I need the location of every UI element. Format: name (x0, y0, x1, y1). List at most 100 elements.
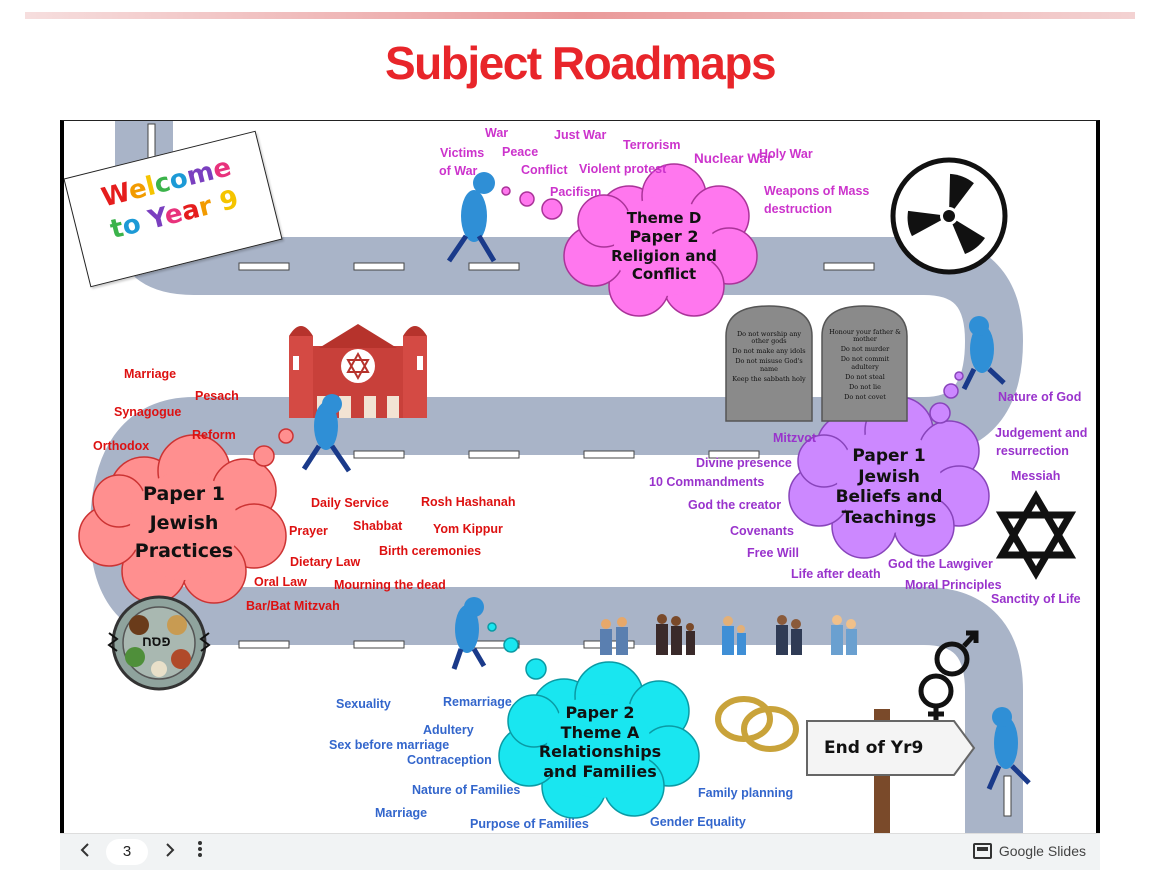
beliefs-cloud-text: Paper 1 Jewish Beliefs and Teachings (819, 446, 959, 529)
theme-d-cloud-text: Theme D Paper 2 Religion and Conflict (594, 209, 734, 283)
term-dietary-law: Dietary Law (290, 555, 361, 569)
slides-viewer-toolbar: 3 Google Slides (60, 833, 1100, 870)
term-family-planning: Family planning (698, 786, 794, 800)
term-reform: Reform (192, 428, 236, 442)
roadmap-road (78, 121, 1077, 833)
term-victims: Victims (440, 146, 485, 160)
term-contraception: Contraception (407, 753, 492, 767)
term-war: War (485, 126, 509, 140)
cloud-line: Theme A (560, 722, 640, 742)
term-covenants: Covenants (730, 524, 794, 538)
term-just-war: Just War (554, 128, 607, 142)
chevron-right-icon[interactable] (160, 840, 180, 864)
term-adultery: Adultery (423, 723, 474, 737)
term-orthodox: Orthodox (93, 439, 150, 453)
term-remarriage: Remarriage (443, 695, 512, 709)
end-sign-label: End of Yr9 (824, 738, 924, 758)
gender-symbol-icon (918, 630, 979, 721)
term-pacifism: Pacifism (550, 185, 602, 199)
google-slides-link[interactable]: Google Slides (972, 843, 1086, 859)
ten-commandments-tablets (725, 305, 908, 422)
radiation-icon (890, 157, 1008, 275)
top-accent-bar (25, 12, 1135, 19)
practices-cloud (78, 428, 294, 604)
term-gender-equality: Gender Equality (650, 815, 746, 829)
passover-plate-icon (107, 595, 211, 691)
cloud-line: Paper 2 (629, 227, 699, 247)
cloud-line: Jewish (858, 466, 920, 487)
term-conflict: Conflict (521, 163, 568, 177)
cloud-line: and Families (543, 761, 657, 781)
term-divine-presence: Divine presence (696, 456, 792, 470)
term-oral-law: Oral Law (254, 575, 307, 589)
term-wmd-2: destruction (764, 202, 833, 216)
term-free-will: Free Will (747, 546, 799, 560)
term-holy-war: Holy War (759, 147, 813, 161)
term-marriage-b: Marriage (375, 806, 428, 820)
page-number[interactable]: 3 (106, 839, 148, 865)
tablet-left-text: Do not worship any other gods Do not mak… (730, 330, 808, 383)
commandment-line: Do not commit adultery (840, 355, 890, 371)
term-sanctity-of-life: Sanctity of Life (991, 592, 1081, 606)
synagogue-icon (289, 324, 427, 418)
page-title: Subject Roadmaps (384, 37, 777, 89)
term-sex-before-marriage: Sex before marriage (329, 738, 450, 752)
term-violent-protest: Violent protest (579, 162, 667, 176)
term-daily-service: Daily Service (311, 496, 389, 510)
term-god-creator: God the creator (688, 498, 782, 512)
commandment-line: Do not misuse God's name (735, 357, 803, 373)
end-signpost (806, 709, 976, 833)
term-yom-kippur: Yom Kippur (433, 522, 503, 536)
families-icon (600, 614, 857, 655)
term-pesach: Pesach (195, 389, 239, 403)
commandment-line: Keep the sabbath holy (732, 374, 806, 383)
term-judgement-1: Judgement and (995, 426, 1088, 440)
term-victims-2: of War (439, 164, 478, 178)
wedding-rings-icon (715, 696, 799, 752)
cloud-line: Relationships (538, 742, 662, 762)
cloud-line: Paper 2 (565, 703, 635, 722)
cloud-line: Religion and (611, 246, 717, 265)
term-bar-bat-mitzvah: Bar/Bat Mitzvah (246, 599, 340, 613)
term-peace: Peace (502, 145, 539, 159)
term-marriage: Marriage (124, 367, 177, 381)
term-10-commandments: 10 Commandments (649, 475, 765, 489)
brand-label: Google Slides (998, 843, 1086, 859)
running-figure (451, 597, 487, 670)
term-prayer: Prayer (289, 524, 328, 538)
running-figure (446, 172, 497, 263)
cloud-line: Conflict (631, 265, 697, 284)
term-purpose-of-families: Purpose of Families (470, 817, 589, 831)
running-figure (986, 707, 1031, 790)
term-god-lawgiver: God the Lawgiver (888, 557, 993, 571)
term-sexuality: Sexuality (336, 697, 391, 711)
term-birth-ceremonies: Birth ceremonies (379, 544, 482, 558)
term-judgement-2: resurrection (996, 444, 1069, 458)
cloud-line: Beliefs and (835, 487, 943, 508)
commandment-line: Honour your father & mother (829, 328, 901, 344)
chevron-left-icon[interactable] (75, 840, 95, 864)
running-figure (301, 394, 352, 473)
term-synagogue: Synagogue (114, 405, 182, 419)
tablet-right-text: Honour your father & mother Do not murde… (826, 328, 904, 401)
term-nature-of-families: Nature of Families (412, 783, 521, 797)
commandment-line: Do not covet (844, 392, 886, 401)
term-nuclear-war: Nuclear War (694, 151, 773, 166)
cloud-line: Paper 1 (143, 483, 225, 505)
commandment-line: Do not worship any other gods (736, 330, 802, 346)
commandment-line: Do not make any idols (732, 347, 806, 356)
term-mitzvot: Mitzvot (773, 431, 817, 445)
term-mourning: Mourning the dead (334, 578, 446, 592)
cloud-line: Teachings (841, 508, 937, 529)
term-nature-of-god: Nature of God (998, 390, 1082, 404)
more-vert-icon[interactable] (192, 840, 208, 864)
commandment-line: Do not lie (849, 382, 881, 391)
cloud-line: Paper 1 (852, 446, 926, 466)
commandment-line: Do not steal (845, 372, 885, 381)
passover-plate-text: פסח (142, 633, 171, 649)
roadmap-slide: Welcome to Year 9 Do not worship any oth… (60, 120, 1100, 833)
term-life-after-death: Life after death (791, 567, 881, 581)
term-moral-principles: Moral Principles (905, 578, 1002, 592)
term-messiah: Messiah (1011, 469, 1061, 483)
star-of-david-icon (995, 490, 1077, 580)
